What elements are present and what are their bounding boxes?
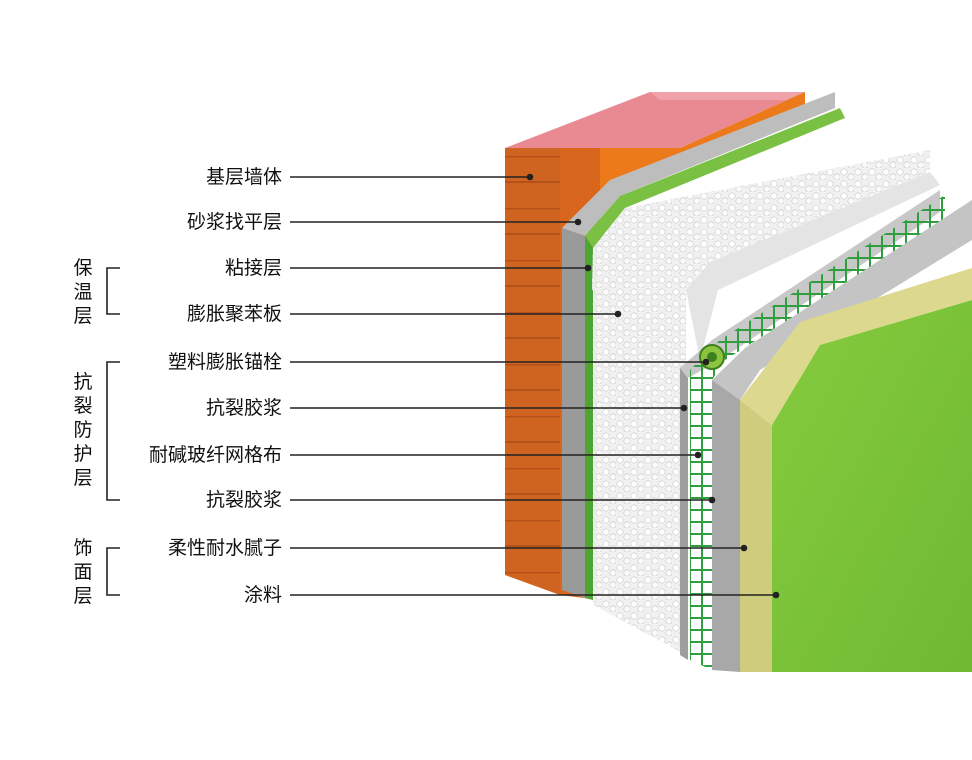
label-fiberglass-mesh: 耐碱玻纤网格布 — [148, 444, 282, 466]
leader-dot — [526, 173, 534, 181]
label-anticrack-mortar-1: 抗裂胶浆 — [205, 397, 282, 419]
label-mortar-leveling: 砂浆找平层 — [186, 211, 282, 233]
label-anticrack-mortar-2: 抗裂胶浆 — [205, 489, 282, 511]
leader-dot — [772, 591, 780, 599]
leader-dot — [694, 451, 702, 459]
leader-dot — [702, 358, 710, 366]
leader-lines — [290, 173, 780, 599]
plastic-anchor-shape — [699, 344, 725, 370]
leader-dot — [708, 496, 716, 504]
bracket-anticrack — [106, 361, 120, 501]
mortar-leveling-shape — [562, 92, 835, 598]
group-brackets — [106, 267, 120, 596]
label-paint: 涂料 — [243, 584, 282, 606]
label-base-wall: 基层墙体 — [205, 166, 282, 188]
flexible-putty-shape — [712, 200, 972, 672]
adhesive-shape — [585, 108, 845, 600]
eps-board-shape — [592, 150, 940, 655]
bracket-finish — [106, 547, 120, 596]
label-eps-board: 膨胀聚苯板 — [186, 303, 282, 325]
leader-dot — [584, 264, 592, 272]
leader-dot — [574, 218, 582, 226]
label-flexible-putty: 柔性耐水腻子 — [167, 537, 282, 559]
group-label-insulation: 保温层 — [73, 257, 93, 327]
label-adhesive: 粘接层 — [224, 257, 282, 279]
leader-dot — [740, 544, 748, 552]
paint-shape — [772, 300, 972, 672]
label-plastic-anchor: 塑料膨胀锚栓 — [167, 351, 282, 373]
group-label-anticrack: 抗裂防护层 — [73, 371, 93, 489]
group-label-finish: 饰面层 — [73, 537, 93, 607]
leader-dot — [614, 310, 622, 318]
leader-dot — [680, 404, 688, 412]
bracket-insulation — [106, 267, 120, 315]
